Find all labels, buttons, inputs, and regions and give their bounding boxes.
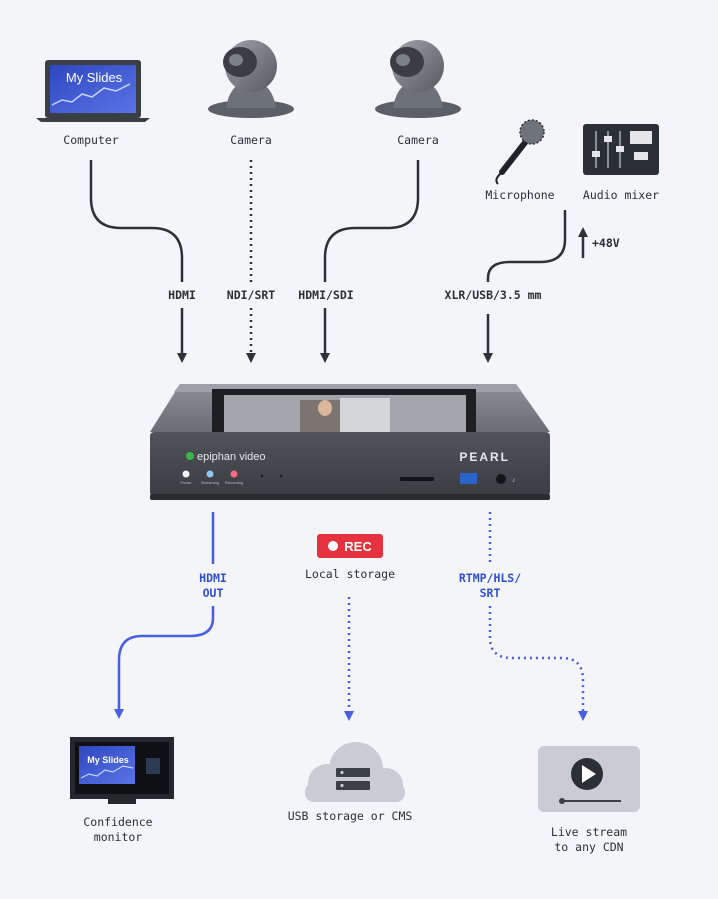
pearl-device: epiphan video PEARL Power Streaming Reco… (150, 384, 550, 500)
recording-button (230, 470, 238, 478)
rtmp-label-line2: SRT (479, 586, 501, 600)
ptz-camera-icon (208, 40, 294, 118)
audio-jack (496, 474, 506, 484)
monitor-label-line2: monitor (93, 830, 143, 844)
camera-2-label: Camera (397, 133, 439, 147)
rec-badge: REC (317, 534, 383, 558)
hdmi-input-line (89, 160, 184, 282)
monitor-label-line1: Confidence (83, 815, 153, 829)
streaming-button (206, 470, 214, 478)
phantom-power-label: +48V (592, 236, 620, 250)
hdmi-sdi-input-label: HDMI/SDI (298, 288, 354, 302)
recording-button-label: Recording (225, 480, 243, 485)
cloud-icon (305, 742, 405, 802)
laptop-icon (36, 60, 150, 122)
microphone-label: Microphone (485, 188, 555, 202)
rtmp-output-arrow (488, 606, 588, 721)
power-button-label: Power (180, 480, 192, 485)
hdmi-sdi-input-line (323, 160, 420, 282)
laptop-screen-text: My Slides (66, 70, 123, 85)
local-storage-label: Local storage (304, 567, 395, 581)
monitor-icon (70, 737, 174, 804)
usb-port (460, 473, 477, 484)
hdmi-out-label-line2: OUT (202, 586, 224, 600)
cloud-label: USB storage or CMS (287, 809, 413, 823)
streaming-button-label: Streaming (201, 480, 219, 485)
video-player-icon (538, 746, 640, 812)
device-brand: epiphan video (197, 451, 266, 463)
xlr-input-label: XLR/USB/3.5 mm (444, 288, 542, 302)
rtmp-label-line1: RTMP/HLS/ (458, 571, 522, 585)
audio-mixer-label: Audio mixer (582, 188, 660, 202)
computer-label: Computer (63, 133, 119, 147)
audio-mixer-icon (583, 124, 659, 175)
xlr-input-line (486, 210, 567, 282)
ptz-camera-icon (375, 40, 461, 118)
ndi-srt-input-label: NDI/SRT (226, 288, 276, 302)
camera-1-label: Camera (230, 133, 272, 147)
monitor-screen-text: My Slides (87, 755, 129, 765)
svg-text:♪: ♪ (512, 477, 516, 484)
microphone-icon (495, 119, 545, 185)
hdmi-out-label-line1: HDMI (199, 571, 227, 585)
hdmi-input-label: HDMI (168, 288, 196, 302)
sd-card-slot (400, 477, 434, 481)
power-button (182, 470, 190, 478)
hdmi-out-arrow (114, 606, 215, 719)
record-dot-icon (328, 541, 339, 551)
live-stream-label-line2: to any CDN (554, 840, 624, 854)
rec-badge-text: REC (344, 538, 372, 554)
live-stream-label-line1: Live stream (550, 825, 628, 839)
device-model: PEARL (459, 450, 510, 464)
